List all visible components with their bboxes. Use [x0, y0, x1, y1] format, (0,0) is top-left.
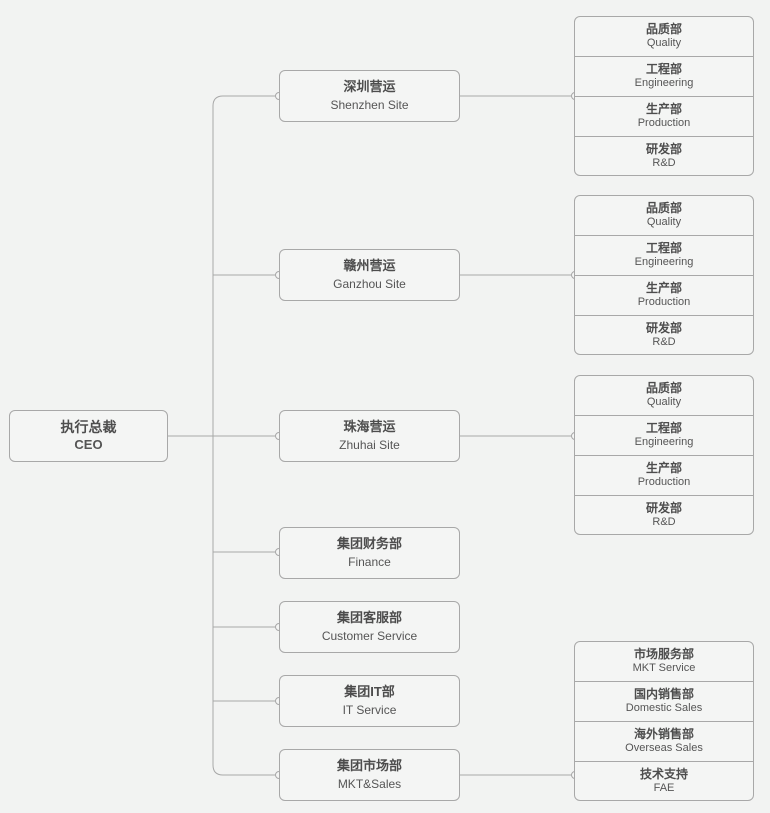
dept-label-zh: 品质部	[645, 201, 682, 216]
dept-label-en: Domestic Sales	[625, 702, 703, 715]
dept-group-shenzhen: 品质部 Quality 工程部 Engineering 生产部 Producti…	[574, 16, 754, 176]
unit-label-en: IT Service	[342, 702, 397, 717]
dept-group-ganzhou: 品质部 Quality 工程部 Engineering 生产部 Producti…	[574, 195, 754, 355]
dept-rnd: 研发部 R&D	[575, 137, 753, 175]
dept-label-zh: 研发部	[645, 500, 682, 515]
dept-engineering: 工程部 Engineering	[575, 416, 753, 456]
dept-label-zh: 工程部	[645, 421, 682, 436]
unit-mkt-sales: 集团市场部 MKT&Sales	[279, 749, 460, 801]
dept-quality: 品质部 Quality	[575, 196, 753, 236]
dept-mkt-service: 市场服务部 MKT Service	[575, 642, 753, 682]
dept-label-zh: 研发部	[645, 141, 682, 156]
dept-group-zhuhai: 品质部 Quality 工程部 Engineering 生产部 Producti…	[574, 375, 754, 535]
dept-label-en: Production	[637, 476, 691, 489]
dept-label-en: MKT Service	[632, 662, 696, 675]
unit-label-zh: 集团客服部	[336, 610, 402, 626]
dept-production: 生产部 Production	[575, 97, 753, 137]
dept-fae: 技术支持 FAE	[575, 762, 753, 800]
dept-label-en: Engineering	[634, 256, 694, 269]
dept-label-en: R&D	[652, 156, 676, 169]
unit-ganzhou-site: 赣州营运 Ganzhou Site	[279, 249, 460, 301]
unit-shenzhen-site: 深圳营运 Shenzhen Site	[279, 70, 460, 122]
dept-production: 生产部 Production	[575, 456, 753, 496]
unit-label-en: Finance	[348, 554, 391, 569]
dept-quality: 品质部 Quality	[575, 376, 753, 416]
unit-finance: 集团财务部 Finance	[279, 527, 460, 579]
dept-overseas-sales: 海外销售部 Overseas Sales	[575, 722, 753, 762]
dept-engineering: 工程部 Engineering	[575, 236, 753, 276]
dept-label-zh: 技术支持	[639, 766, 688, 781]
dept-engineering: 工程部 Engineering	[575, 57, 753, 97]
dept-label-en: R&D	[652, 515, 676, 528]
dept-domestic-sales: 国内销售部 Domestic Sales	[575, 682, 753, 722]
dept-label-en: Production	[637, 296, 691, 309]
dept-label-zh: 工程部	[645, 241, 682, 256]
unit-label-zh: 赣州营运	[343, 258, 396, 274]
dept-label-zh: 研发部	[645, 320, 682, 335]
dept-production: 生产部 Production	[575, 276, 753, 316]
unit-label-en: Zhuhai Site	[339, 437, 400, 452]
dept-label-en: Quality	[646, 37, 682, 50]
dept-label-en: Quality	[646, 396, 682, 409]
dept-label-zh: 品质部	[645, 381, 682, 396]
unit-label-zh: 深圳营运	[343, 79, 396, 95]
unit-zhuhai-site: 珠海营运 Zhuhai Site	[279, 410, 460, 462]
dept-label-zh: 品质部	[645, 22, 682, 37]
dept-label-en: FAE	[653, 781, 675, 794]
unit-label-en: MKT&Sales	[337, 776, 402, 791]
dept-label-zh: 国内销售部	[633, 687, 694, 702]
dept-label-en: Production	[637, 117, 691, 130]
dept-label-zh: 生产部	[645, 461, 682, 476]
dept-quality: 品质部 Quality	[575, 17, 753, 57]
dept-label-zh: 工程部	[645, 62, 682, 77]
unit-it-service: 集团IT部 IT Service	[279, 675, 460, 727]
unit-customer-service: 集团客服部 Customer Service	[279, 601, 460, 653]
unit-label-zh: 珠海营运	[343, 419, 396, 435]
unit-label-en: Ganzhou Site	[333, 276, 406, 291]
dept-label-zh: 海外销售部	[633, 727, 694, 742]
dept-rnd: 研发部 R&D	[575, 496, 753, 534]
unit-label-en: Shenzhen Site	[330, 97, 409, 112]
dept-label-zh: 生产部	[645, 102, 682, 117]
dept-label-en: R&D	[652, 335, 676, 348]
unit-label-en: Customer Service	[321, 628, 418, 643]
dept-label-en: Overseas Sales	[625, 742, 703, 755]
dept-group-mkt-sales: 市场服务部 MKT Service 国内销售部 Domestic Sales 海…	[574, 641, 754, 801]
dept-label-zh: 市场服务部	[633, 647, 694, 662]
unit-label-zh: 集团财务部	[336, 536, 402, 552]
dept-label-en: Engineering	[634, 77, 694, 90]
ceo-title-en: CEO	[74, 436, 103, 452]
unit-label-zh: 集团IT部	[344, 684, 395, 700]
dept-label-en: Engineering	[634, 436, 694, 449]
ceo-title-zh: 执行总裁	[60, 419, 117, 436]
dept-label-en: Quality	[646, 216, 682, 229]
unit-label-zh: 集团市场部	[336, 758, 402, 774]
dept-label-zh: 生产部	[645, 281, 682, 296]
dept-rnd: 研发部 R&D	[575, 316, 753, 354]
ceo-node: 执行总裁 CEO	[9, 410, 168, 462]
